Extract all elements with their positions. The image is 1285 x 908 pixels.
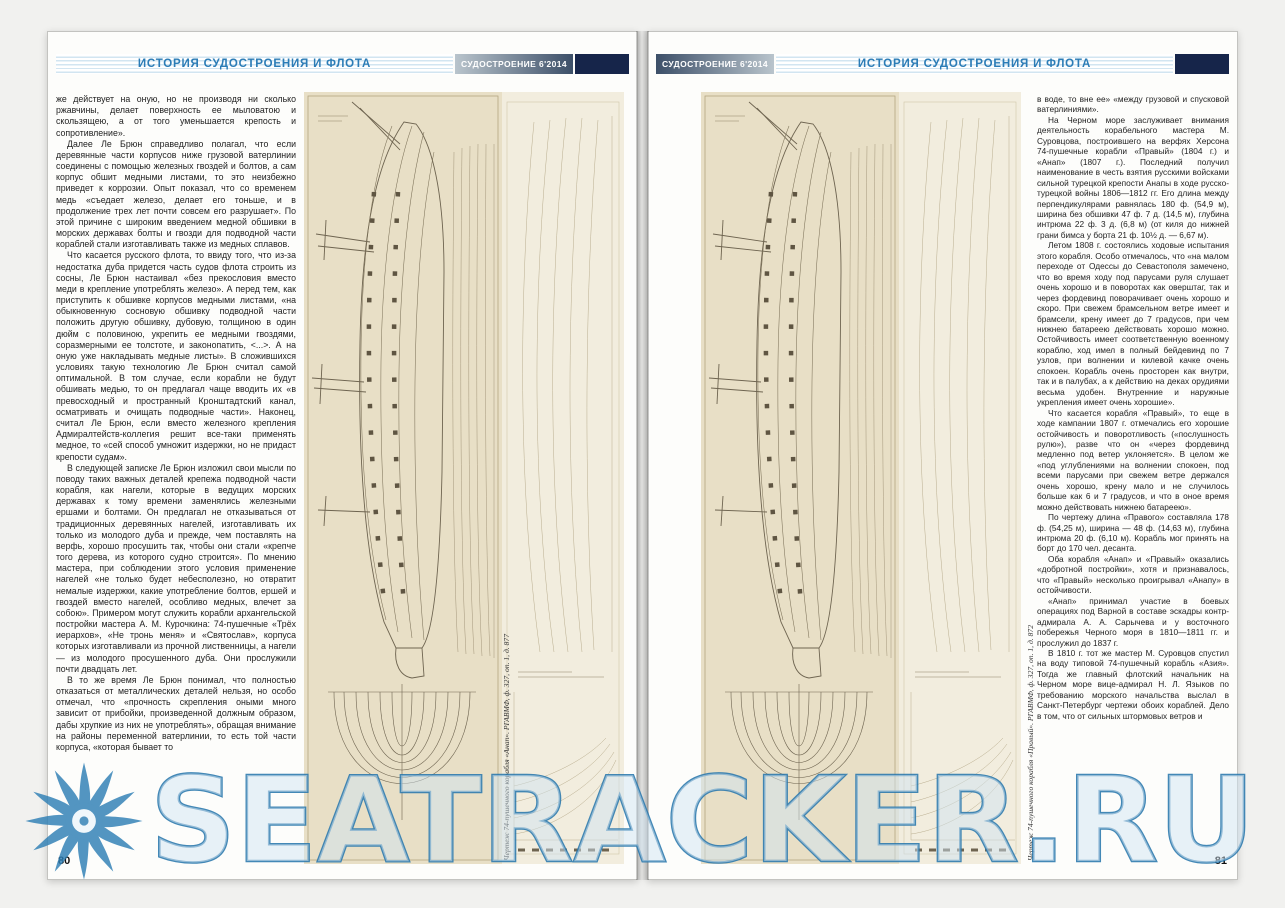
section-title-band: ИСТОРИЯ СУДОСТРОЕНИЯ И ФЛОТА: [56, 54, 453, 74]
figure-caption-anap: Чертеж 74-пушечного корабля «Анап». РГАВ…: [502, 634, 511, 861]
article-text-column: в воде, то вне ее» «между грузовой и спу…: [1037, 94, 1229, 872]
body-paragraph: Оба корабля «Анап» и «Правый» оказались …: [1037, 553, 1229, 596]
body-paragraph: Что касается русского флота, то ввиду то…: [56, 250, 296, 462]
page-number: 81: [1214, 855, 1227, 867]
header-corner-block: [1175, 54, 1229, 74]
body-paragraph: В то же время Ле Брюн понимал, что полно…: [56, 674, 296, 752]
body-paragraph: Летом 1808 г. состоялись ходовые испытан…: [1037, 240, 1229, 408]
body-paragraph: же действует на оную, но не производя ни…: [56, 94, 296, 138]
magazine-page-left: ИСТОРИЯ СУДОСТРОЕНИЯ И ФЛОТА СУДОСТРОЕНИ…: [47, 31, 638, 880]
ship-plan-drawing: [304, 92, 624, 864]
ship-plan-figure-pravy: [701, 92, 1021, 864]
article-text-column: же действует на оную, но не производя ни…: [56, 94, 296, 872]
figure-caption-pravy: Чертеж 74-пушечного корабля «Правый». РГ…: [1026, 625, 1035, 861]
body-paragraph: В следующей записке Ле Брюн изложил свои…: [56, 462, 296, 674]
page-header: ИСТОРИЯ СУДОСТРОЕНИЯ И ФЛОТА СУДОСТРОЕНИ…: [56, 54, 629, 74]
section-title-band: ИСТОРИЯ СУДОСТРОЕНИЯ И ФЛОТА: [776, 54, 1173, 74]
journal-title-band: СУДОСТРОЕНИЕ 6'2014: [455, 54, 573, 74]
body-paragraph: На Черном море заслуживает внимания деят…: [1037, 114, 1229, 240]
section-title: ИСТОРИЯ СУДОСТРОЕНИЯ И ФЛОТА: [137, 58, 372, 70]
body-paragraph: Далее Ле Брюн справедливо полагал, что е…: [56, 138, 296, 250]
body-paragraph: По чертежу длина «Правого» составляла 17…: [1037, 512, 1229, 554]
ship-plan-figure-anap: [304, 92, 624, 864]
ship-plan-drawing: [701, 92, 1021, 864]
page-spine-shadow: [636, 31, 649, 880]
journal-title: СУДОСТРОЕНИЕ 6'2014: [661, 59, 769, 69]
magazine-page-right: СУДОСТРОЕНИЕ 6'2014 ИСТОРИЯ СУДОСТРОЕНИЯ…: [647, 31, 1238, 880]
body-paragraph: «Анап» принимал участие в боевых операци…: [1037, 595, 1229, 648]
journal-title: СУДОСТРОЕНИЕ 6'2014: [460, 59, 568, 69]
page-number: 80: [58, 855, 71, 867]
body-paragraph: Что касается корабля «Правый», то еще в …: [1037, 407, 1229, 512]
page-header: СУДОСТРОЕНИЕ 6'2014 ИСТОРИЯ СУДОСТРОЕНИЯ…: [656, 54, 1229, 74]
header-corner-block: [575, 54, 629, 74]
body-paragraph: в воде, то вне ее» «между грузовой и спу…: [1037, 94, 1229, 115]
body-paragraph: В 1810 г. тот же мастер М. Суровцов спус…: [1037, 648, 1229, 721]
section-title: ИСТОРИЯ СУДОСТРОЕНИЯ И ФЛОТА: [857, 58, 1092, 70]
journal-title-band: СУДОСТРОЕНИЕ 6'2014: [656, 54, 774, 74]
